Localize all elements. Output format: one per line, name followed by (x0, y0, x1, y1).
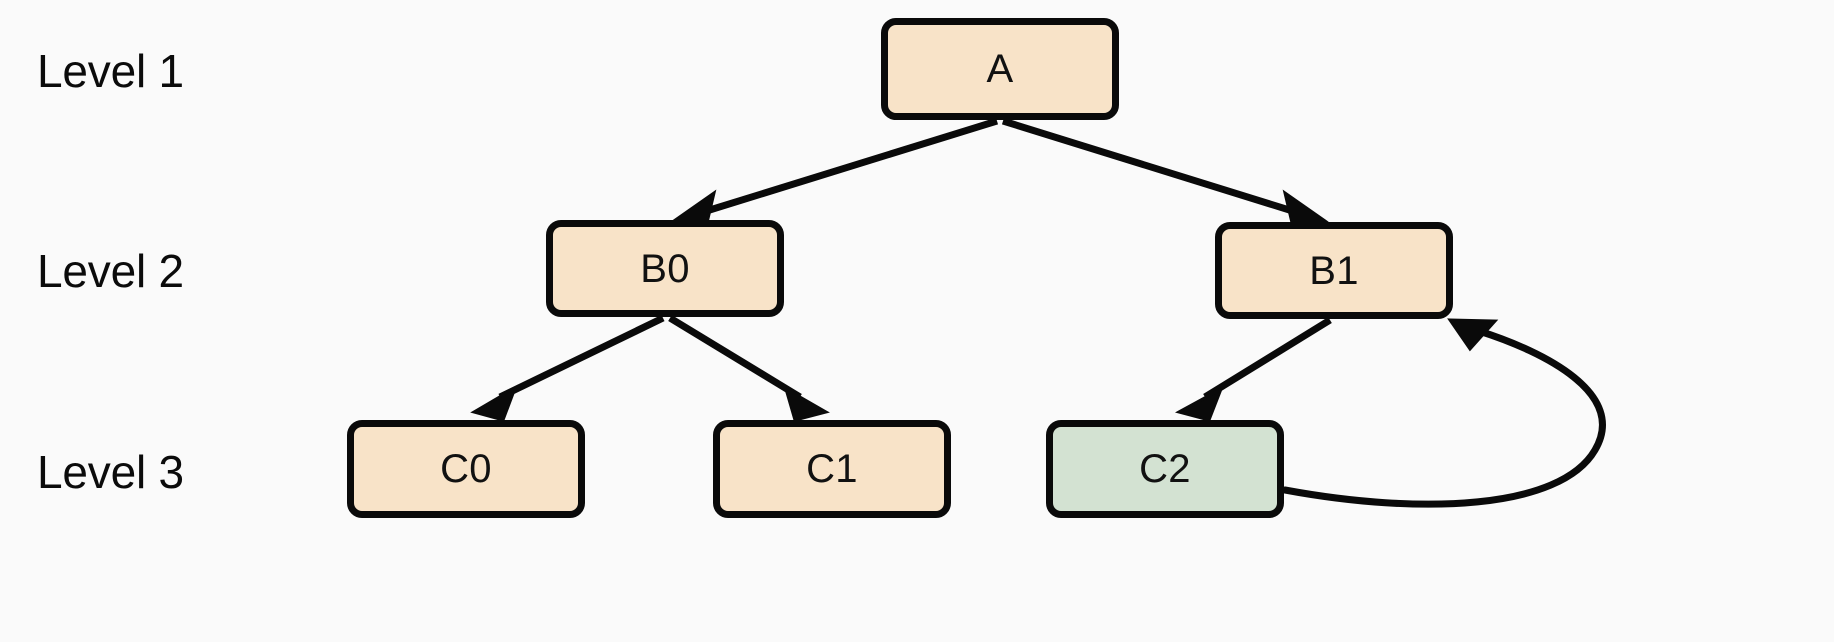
node-c2-label: C2 (1139, 447, 1191, 491)
node-b0[interactable]: B0 (546, 220, 784, 317)
node-c1-label: C1 (806, 447, 858, 491)
node-b0-label: B0 (640, 246, 690, 291)
edge-b1-c2 (1174, 317, 1332, 422)
level-label-3: Level 3 (37, 446, 184, 498)
node-c1[interactable]: C1 (713, 420, 951, 518)
edge-b0-c0 (470, 314, 665, 422)
edge-c2-b1 (1281, 318, 1606, 508)
node-c2[interactable]: C2 (1046, 420, 1284, 518)
node-a-label: A (986, 47, 1014, 91)
edge-b0-c1 (668, 315, 830, 422)
node-a[interactable]: A (881, 18, 1119, 120)
node-b1[interactable]: B1 (1215, 222, 1453, 319)
edge-a-b0 (670, 117, 999, 229)
node-b1-label: B1 (1309, 248, 1359, 293)
level-label-1: Level 1 (37, 45, 184, 97)
edge-a-b1 (1001, 117, 1329, 229)
level-label-2: Level 2 (37, 245, 184, 297)
node-c0-label: C0 (440, 447, 492, 491)
node-c0[interactable]: C0 (347, 420, 585, 518)
